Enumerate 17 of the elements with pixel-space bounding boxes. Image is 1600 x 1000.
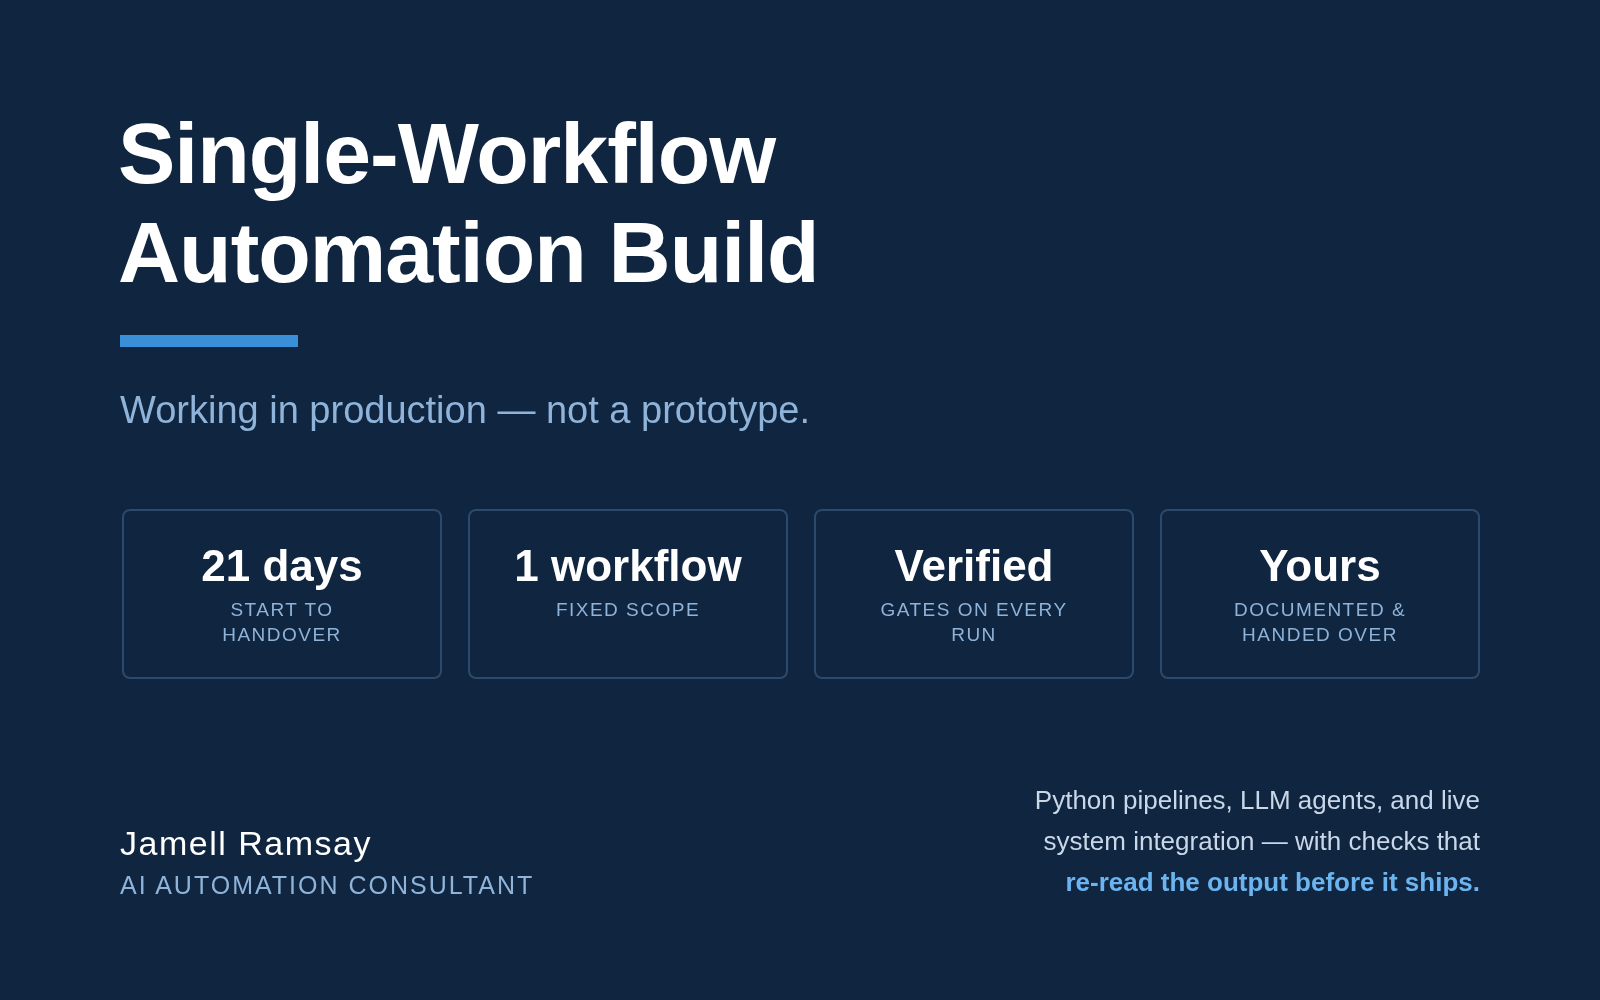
stat-card — [814, 509, 1134, 679]
stat-value: Yours — [1259, 540, 1381, 592]
stat-card — [122, 509, 442, 679]
stat-card — [468, 509, 788, 679]
author-role: AI AUTOMATION CONSULTANT — [120, 870, 535, 901]
stat-caption: START TO HANDOVER — [221, 598, 343, 647]
description-paragraph: Python pipelines, LLM agents, and live system integration — with checks that re-read the output before it ships. — [1033, 784, 1480, 899]
author-name: Jamell Ramsay — [120, 823, 372, 864]
subtitle: Working in production — not a prototype. — [120, 388, 810, 433]
stat-value: 1 workflow — [514, 540, 742, 592]
stat-card — [1160, 509, 1480, 679]
stat-value: Verified — [894, 540, 1054, 592]
stat-value: 21 days — [201, 540, 363, 592]
stat-caption: GATES ON EVERY RUN — [879, 598, 1069, 647]
stat-caption: DOCUMENTED & HANDED OVER — [1232, 598, 1408, 647]
stat-caption: FIXED SCOPE — [554, 598, 702, 622]
title: Single-Workflow Automation Build — [118, 104, 820, 302]
